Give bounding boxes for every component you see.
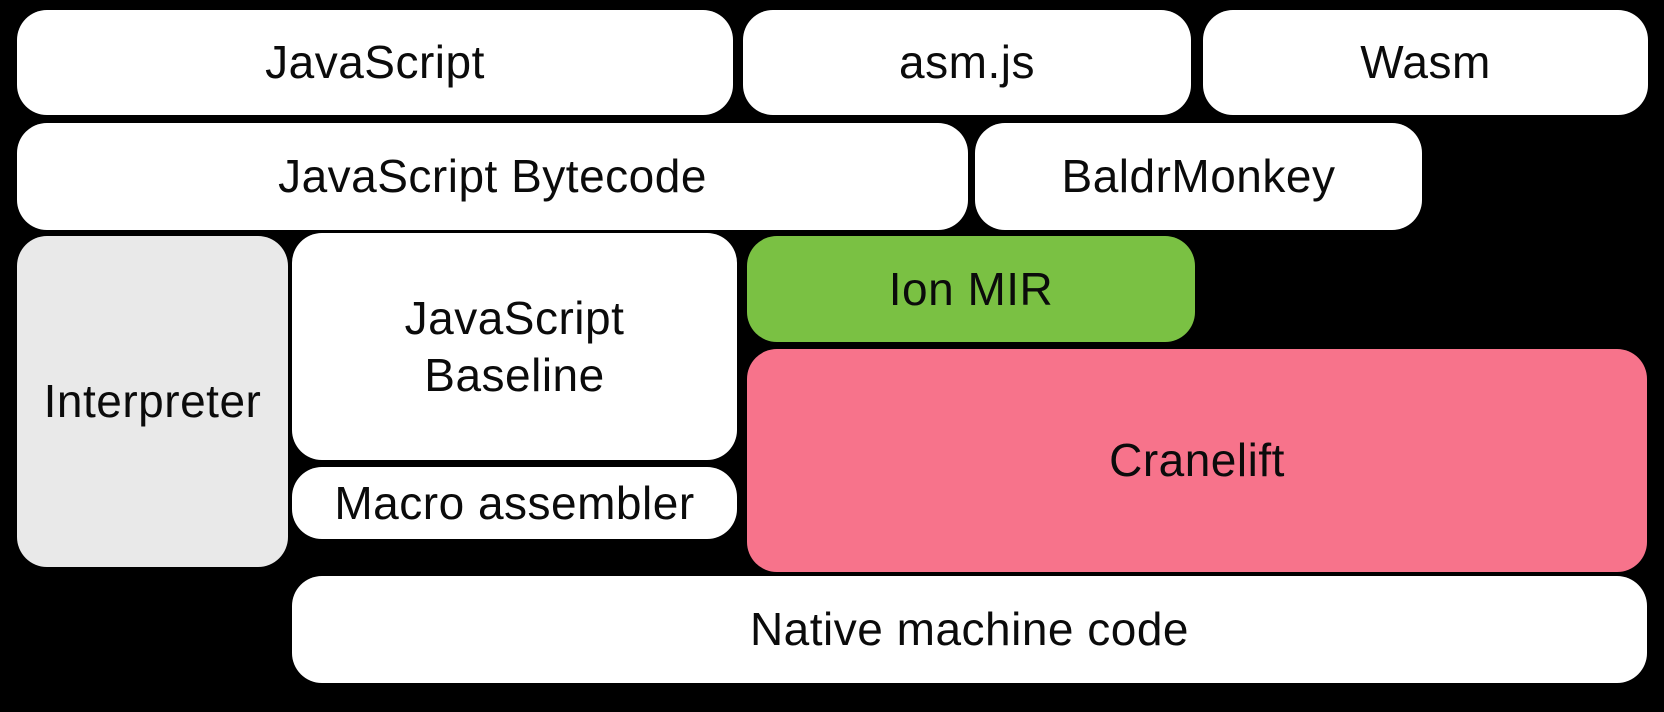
node-macro-assembler: Macro assembler xyxy=(292,467,737,539)
node-ion-mir: Ion MIR xyxy=(747,236,1195,342)
node-ion-mir-label: Ion MIR xyxy=(888,262,1054,315)
node-macro-assembler-label: Macro assembler xyxy=(334,476,695,529)
node-baldrmonkey: BaldrMonkey xyxy=(975,123,1422,230)
node-cranelift-label: Cranelift xyxy=(1109,434,1285,487)
node-native-machine-code-label: Native machine code xyxy=(749,603,1190,656)
node-asmjs-label: asm.js xyxy=(899,36,1035,89)
node-wasm-label: Wasm xyxy=(1360,36,1491,89)
node-native-machine-code: Native machine code xyxy=(292,576,1647,683)
node-javascript-bytecode-label: JavaScript Bytecode xyxy=(278,150,707,203)
node-interpreter: Interpreter xyxy=(17,236,288,567)
node-wasm: Wasm xyxy=(1203,10,1648,115)
node-cranelift: Cranelift xyxy=(747,349,1647,572)
node-asmjs: asm.js xyxy=(743,10,1191,115)
node-javascript: JavaScript xyxy=(17,10,733,115)
node-javascript-label: JavaScript xyxy=(265,36,485,89)
node-javascript-baseline: JavaScript Baseline xyxy=(292,233,737,460)
node-javascript-baseline-label: JavaScript Baseline xyxy=(404,292,625,401)
node-javascript-bytecode: JavaScript Bytecode xyxy=(17,123,968,230)
node-baldrmonkey-label: BaldrMonkey xyxy=(1061,150,1336,203)
node-interpreter-label: Interpreter xyxy=(43,375,262,428)
